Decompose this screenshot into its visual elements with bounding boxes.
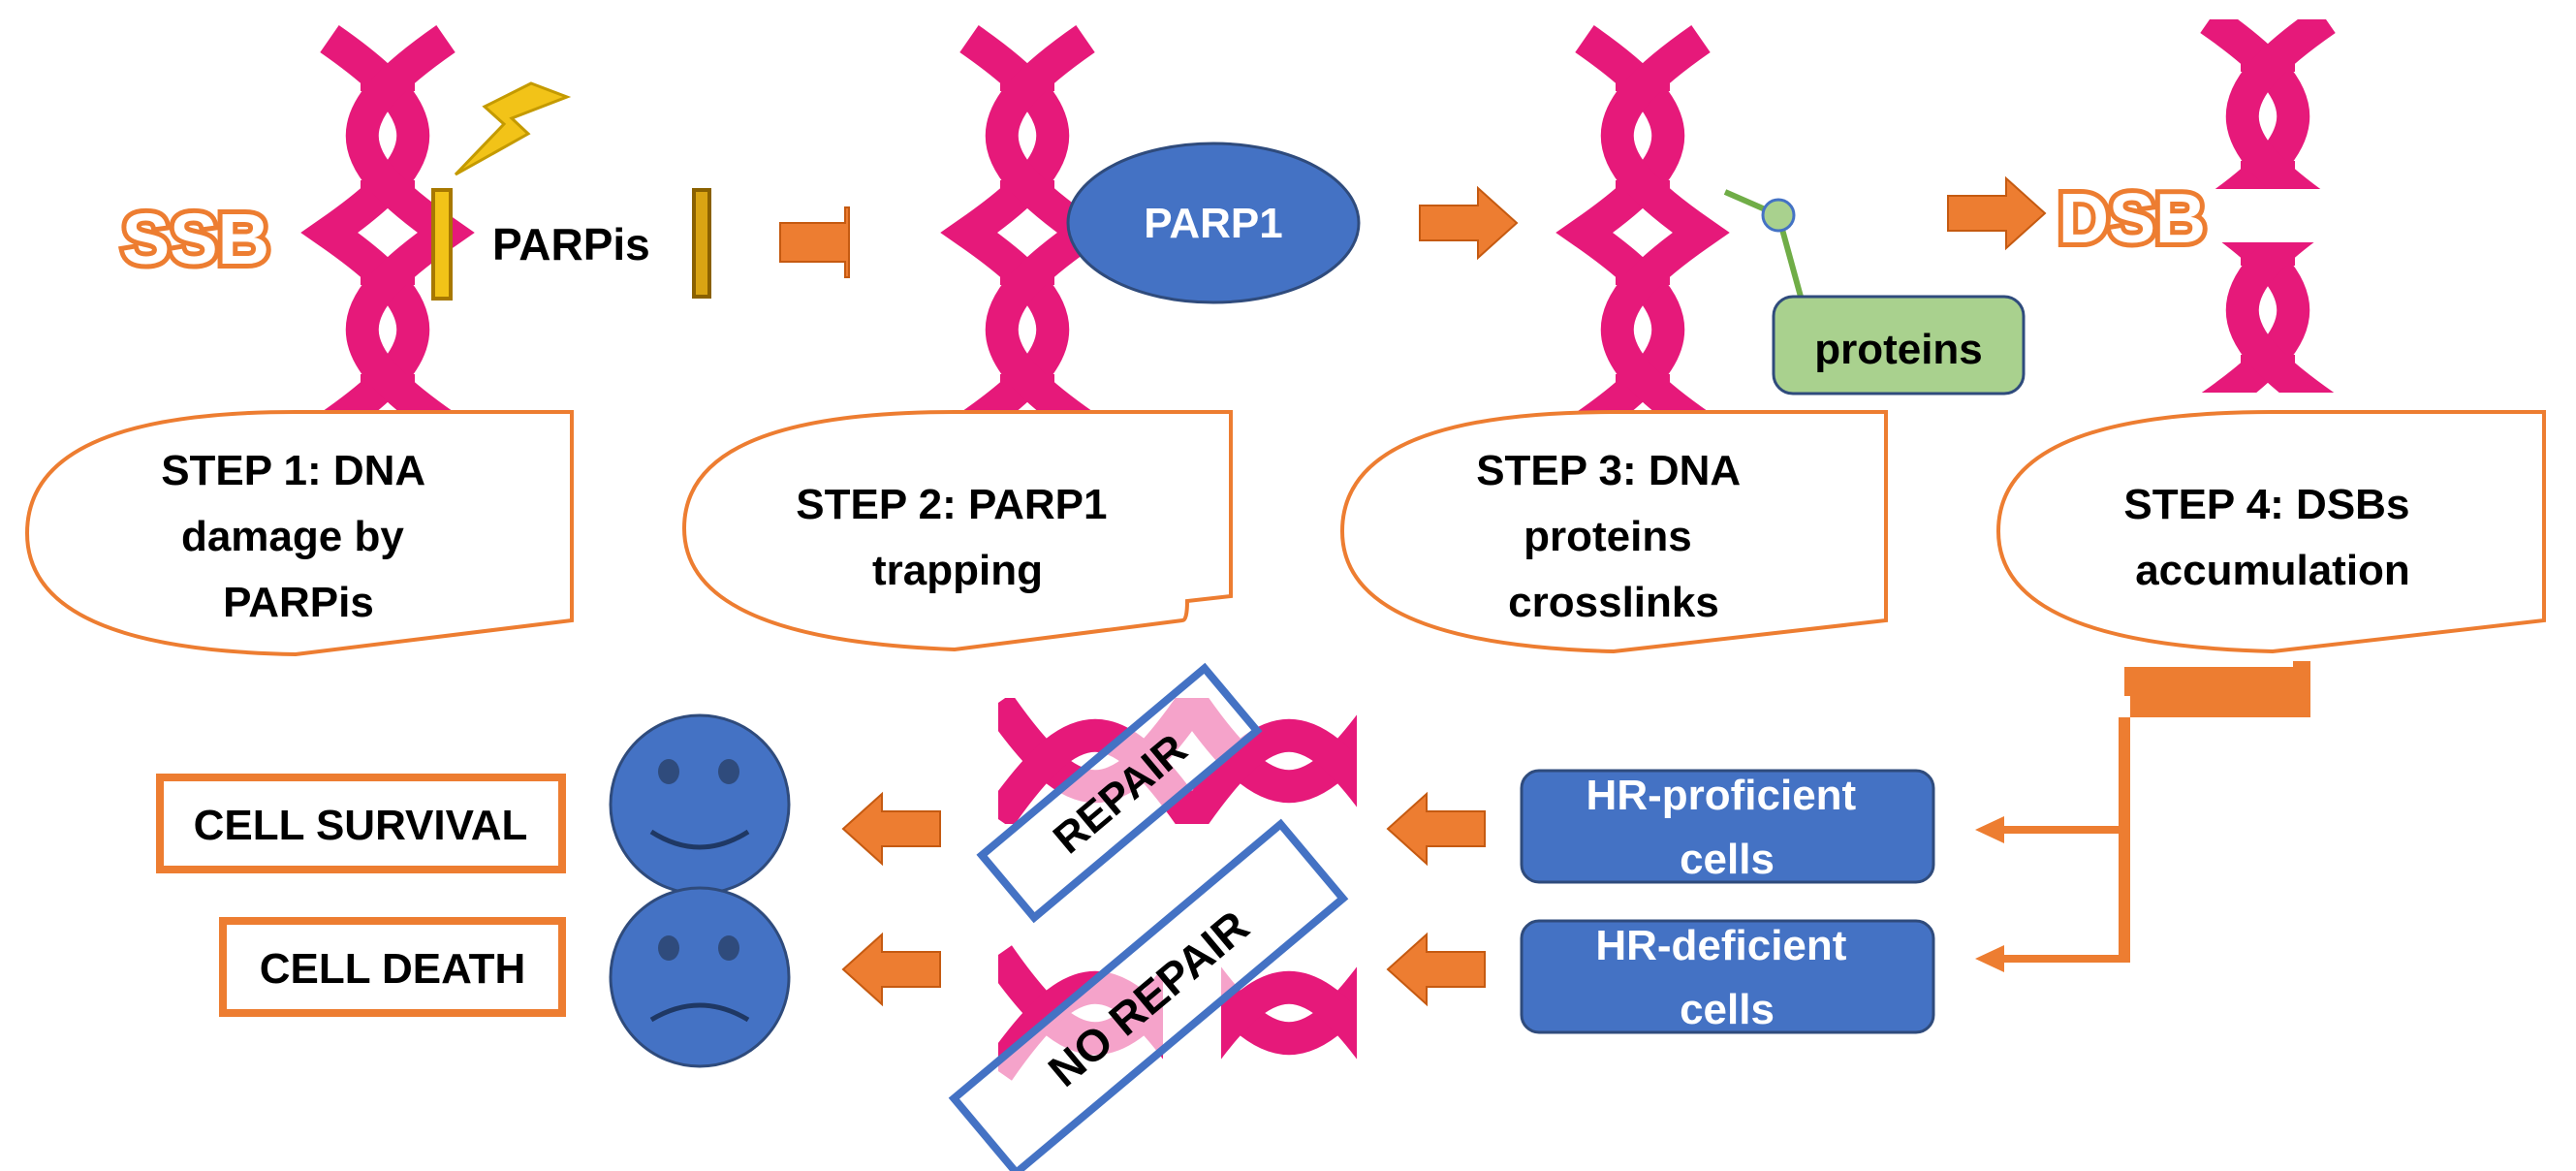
proteins-label: proteins [1814,326,1983,373]
dna-helix-broken-step4 [2210,19,2326,407]
hr-proficient-box: HR-proficient cells [1520,769,1935,884]
parpi-molecule-bound [431,188,453,301]
step1-line3: PARPis [223,579,374,626]
dna-helix-step3 [1585,39,1701,427]
svg-text:HR-deficient cells: HR-deficient cells [1595,922,1858,1033]
step2-line2: trapping [872,547,1043,594]
proteins-box [1772,295,2026,396]
step4-line1: STEP 4: DSBs [2123,481,2409,528]
svg-text:STEP 2: PARP1 trapping: STEP 2: PARP1 trapping [796,481,1118,594]
ssb-label: SSB [122,199,269,279]
protein-crosslink-node [1761,198,1796,233]
cell-death-box: CELL DEATH [219,917,566,1017]
branch-connector [1975,661,2310,972]
step3-line2: proteins [1524,513,1692,560]
svg-text:HR-proficient cells: HR-proficient cells [1586,772,1869,883]
parpis-label: PARPis [492,219,650,269]
step-callout-2: STEP 2: PARP1 trapping [681,410,1233,652]
step3-line1: STEP 3: DNA [1476,447,1740,494]
svg-text:STEP 4: DSBs accumulatio: STEP 4: DSBs accumulation [2123,481,2421,594]
step4-line2: accumulation [2135,547,2410,594]
step1-line2: damage by [181,513,404,560]
step-callout-4: STEP 4: DSBs accumulation [1995,410,2546,654]
frowning-face-icon [609,886,791,1068]
arrow-hr-to-repair [1387,793,1486,1005]
arrow-step1-to-step2 [779,206,850,278]
hr-deficient-line1: HR-deficient [1595,922,1846,969]
dsb-label: DSB [2058,180,2206,258]
svg-text:STEP 1: DNA damage by: STEP 1: DNA damage by PARPis [161,447,436,626]
hr-proficient-line1: HR-proficient [1586,772,1857,819]
svg-text:STEP 3: DNA proteins: STEP 3: DNA proteins crosslinks [1476,447,1751,626]
smiling-face-icon [609,713,791,896]
parp1-label: PARP1 [1144,200,1282,247]
step1-line1: STEP 1: DNA [161,447,424,494]
hr-deficient-box: HR-deficient cells [1520,919,1935,1034]
hr-proficient-line2: cells [1680,836,1775,883]
lightning-bolt-icon [454,81,572,176]
parpi-molecule-free [692,188,711,299]
cell-survival-box: CELL SURVIVAL [156,774,566,873]
arrow-step2-to-step3 [1419,187,1518,259]
hr-deficient-line2: cells [1680,986,1775,1033]
cell-death-label: CELL DEATH [260,945,526,993]
dna-helix-step1 [330,39,446,427]
step-callout-1: STEP 1: DNA damage by PARPis [24,410,574,657]
arrow-repair-to-outcome [842,793,941,1005]
step3-line3: crosslinks [1508,579,1719,626]
arrow-step3-to-step4 [1947,177,2046,249]
parp1-enzyme [1066,142,1361,304]
step2-line1: STEP 2: PARP1 [796,481,1107,528]
cell-survival-label: CELL SURVIVAL [194,802,528,849]
step-callout-3: STEP 3: DNA proteins crosslinks [1339,410,1888,654]
